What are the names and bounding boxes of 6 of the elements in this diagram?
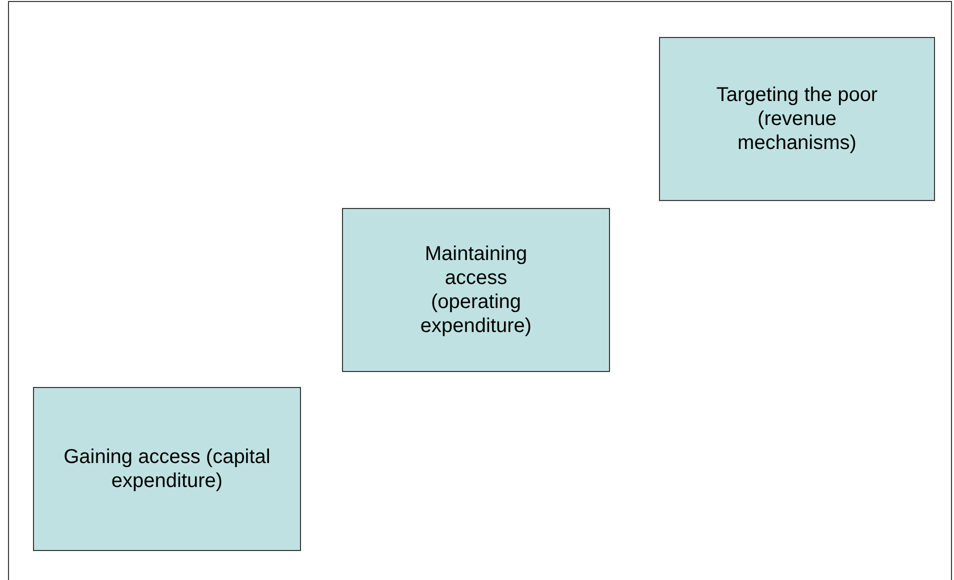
stage-label: Targeting the poor (revenue mechanisms)	[715, 83, 879, 155]
stage-box	[342, 208, 610, 372]
stage-label: Gaining access (capital expenditure)	[62, 445, 272, 493]
stage-label: Maintaining access (operating expenditure)	[419, 242, 533, 338]
stage-box	[33, 387, 301, 551]
stage-box	[659, 37, 935, 201]
